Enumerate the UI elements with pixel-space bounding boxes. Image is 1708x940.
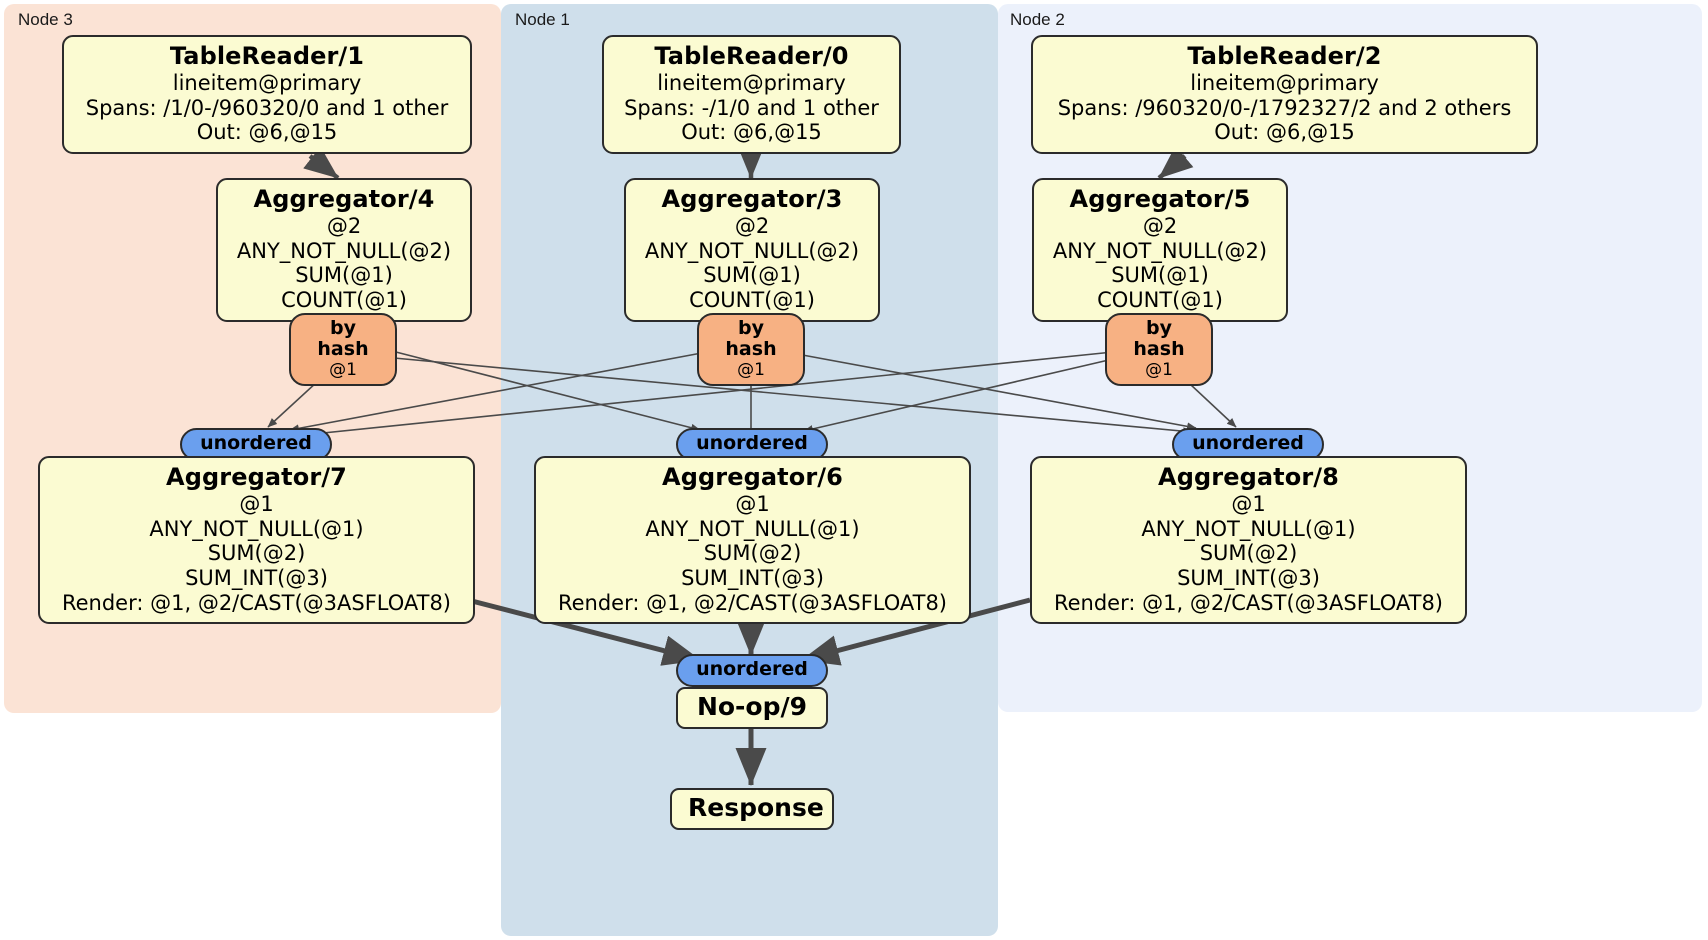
processor-line: Out: @6,@15 — [681, 120, 822, 145]
processor-aggregator8[interactable]: Aggregator/8 @1 ANY_NOT_NULL(@1) SUM(@2)… — [1030, 456, 1467, 625]
router-by-hash-left[interactable]: by hash @1 — [289, 313, 397, 386]
processor-line: SUM_INT(@3) — [681, 565, 824, 590]
processor-line: ANY_NOT_NULL(@2) — [644, 238, 860, 263]
processor-title: Aggregator/4 — [253, 185, 435, 213]
router-by-hash-right[interactable]: by hash @1 — [1105, 313, 1213, 386]
synchronizer-label: unordered — [1192, 432, 1304, 454]
processor-title: Aggregator/6 — [662, 463, 843, 491]
processor-title: Aggregator/3 — [661, 185, 843, 213]
processor-line: @1 — [239, 491, 274, 516]
node-label-node1: Node 1 — [515, 10, 570, 29]
processor-line: SUM(@2) — [1199, 541, 1298, 566]
processor-line: Out: @6,@15 — [1214, 120, 1355, 145]
processor-response[interactable]: Response — [670, 788, 834, 830]
node-label-node3: Node 3 — [18, 10, 73, 29]
node-label-node2: Node 2 — [1010, 10, 1065, 29]
router-label: by hash — [725, 317, 777, 361]
router-sublabel: @1 — [329, 359, 357, 380]
processor-aggregator7[interactable]: Aggregator/7 @1 ANY_NOT_NULL(@1) SUM(@2)… — [38, 456, 475, 625]
processor-line: ANY_NOT_NULL(@2) — [236, 238, 452, 263]
synchronizer-label: unordered — [200, 432, 312, 454]
processor-line: SUM(@2) — [703, 541, 802, 566]
processor-title: No-op/9 — [696, 692, 808, 721]
processor-title: Aggregator/5 — [1069, 185, 1251, 213]
processor-aggregator5[interactable]: Aggregator/5 @2 ANY_NOT_NULL(@2) SUM(@1)… — [1032, 178, 1288, 322]
processor-line: @1 — [735, 491, 770, 516]
processor-line: ANY_NOT_NULL(@2) — [1052, 238, 1268, 263]
processor-line: SUM_INT(@3) — [185, 565, 328, 590]
processor-tablereader0[interactable]: TableReader/0 lineitem@primary Spans: -/… — [602, 35, 901, 154]
processor-line: Spans: /1/0-/960320/0 and 1 other — [85, 95, 449, 120]
processor-line: Out: @6,@15 — [196, 120, 338, 145]
processor-title: TableReader/1 — [169, 42, 365, 70]
processor-aggregator4[interactable]: Aggregator/4 @2 ANY_NOT_NULL(@2) SUM(@1)… — [216, 178, 472, 322]
processor-aggregator3[interactable]: Aggregator/3 @2 ANY_NOT_NULL(@2) SUM(@1)… — [624, 178, 880, 322]
processor-line: SUM(@1) — [703, 263, 801, 288]
processor-title: Aggregator/7 — [166, 463, 347, 491]
synchronizer-unordered-final[interactable]: unordered — [676, 654, 828, 687]
processor-line: COUNT(@1) — [689, 287, 815, 312]
processor-line: ANY_NOT_NULL(@1) — [1141, 516, 1356, 541]
processor-title: TableReader/0 — [654, 42, 849, 70]
processor-line: @2 — [1142, 213, 1178, 238]
processor-title: Aggregator/8 — [1158, 463, 1339, 491]
processor-line: SUM(@2) — [207, 541, 306, 566]
router-sublabel: @1 — [737, 359, 765, 380]
processor-tablereader2[interactable]: TableReader/2 lineitem@primary Spans: /9… — [1031, 35, 1538, 154]
processor-line: @2 — [734, 213, 770, 238]
processor-line: COUNT(@1) — [1097, 287, 1223, 312]
processor-line: SUM(@1) — [295, 263, 393, 288]
processor-line: COUNT(@1) — [281, 287, 407, 312]
processor-line: Render: @1, @2/CAST(@3ASFLOAT8) — [61, 590, 452, 615]
processor-line: SUM_INT(@3) — [1177, 565, 1320, 590]
synchronizer-label: unordered — [696, 432, 808, 454]
processor-line: @2 — [326, 213, 362, 238]
processor-line: ANY_NOT_NULL(@1) — [149, 516, 364, 541]
processor-tablereader1[interactable]: TableReader/1 lineitem@primary Spans: /1… — [62, 35, 472, 154]
router-by-hash-center[interactable]: by hash @1 — [697, 313, 805, 386]
processor-line: ANY_NOT_NULL(@1) — [645, 516, 860, 541]
processor-title: TableReader/2 — [1187, 42, 1382, 70]
processor-line: SUM(@1) — [1111, 263, 1209, 288]
processor-line: Spans: -/1/0 and 1 other — [624, 95, 879, 120]
processor-line: lineitem@primary — [172, 70, 362, 95]
processor-line: lineitem@primary — [657, 70, 846, 95]
processor-line: Render: @1, @2/CAST(@3ASFLOAT8) — [1053, 590, 1444, 615]
processor-aggregator6[interactable]: Aggregator/6 @1 ANY_NOT_NULL(@1) SUM(@2)… — [534, 456, 971, 625]
processor-line: Render: @1, @2/CAST(@3ASFLOAT8) — [557, 590, 948, 615]
processor-line: Spans: /960320/0-/1792327/2 and 2 others — [1057, 95, 1512, 120]
processor-noop9[interactable]: No-op/9 — [676, 687, 828, 729]
router-label: by hash — [317, 317, 369, 361]
processor-line: @1 — [1231, 491, 1266, 516]
processor-line: lineitem@primary — [1190, 70, 1379, 95]
synchronizer-label: unordered — [696, 658, 808, 680]
processor-title: Response — [688, 793, 824, 822]
router-sublabel: @1 — [1145, 359, 1173, 380]
router-label: by hash — [1133, 317, 1185, 361]
